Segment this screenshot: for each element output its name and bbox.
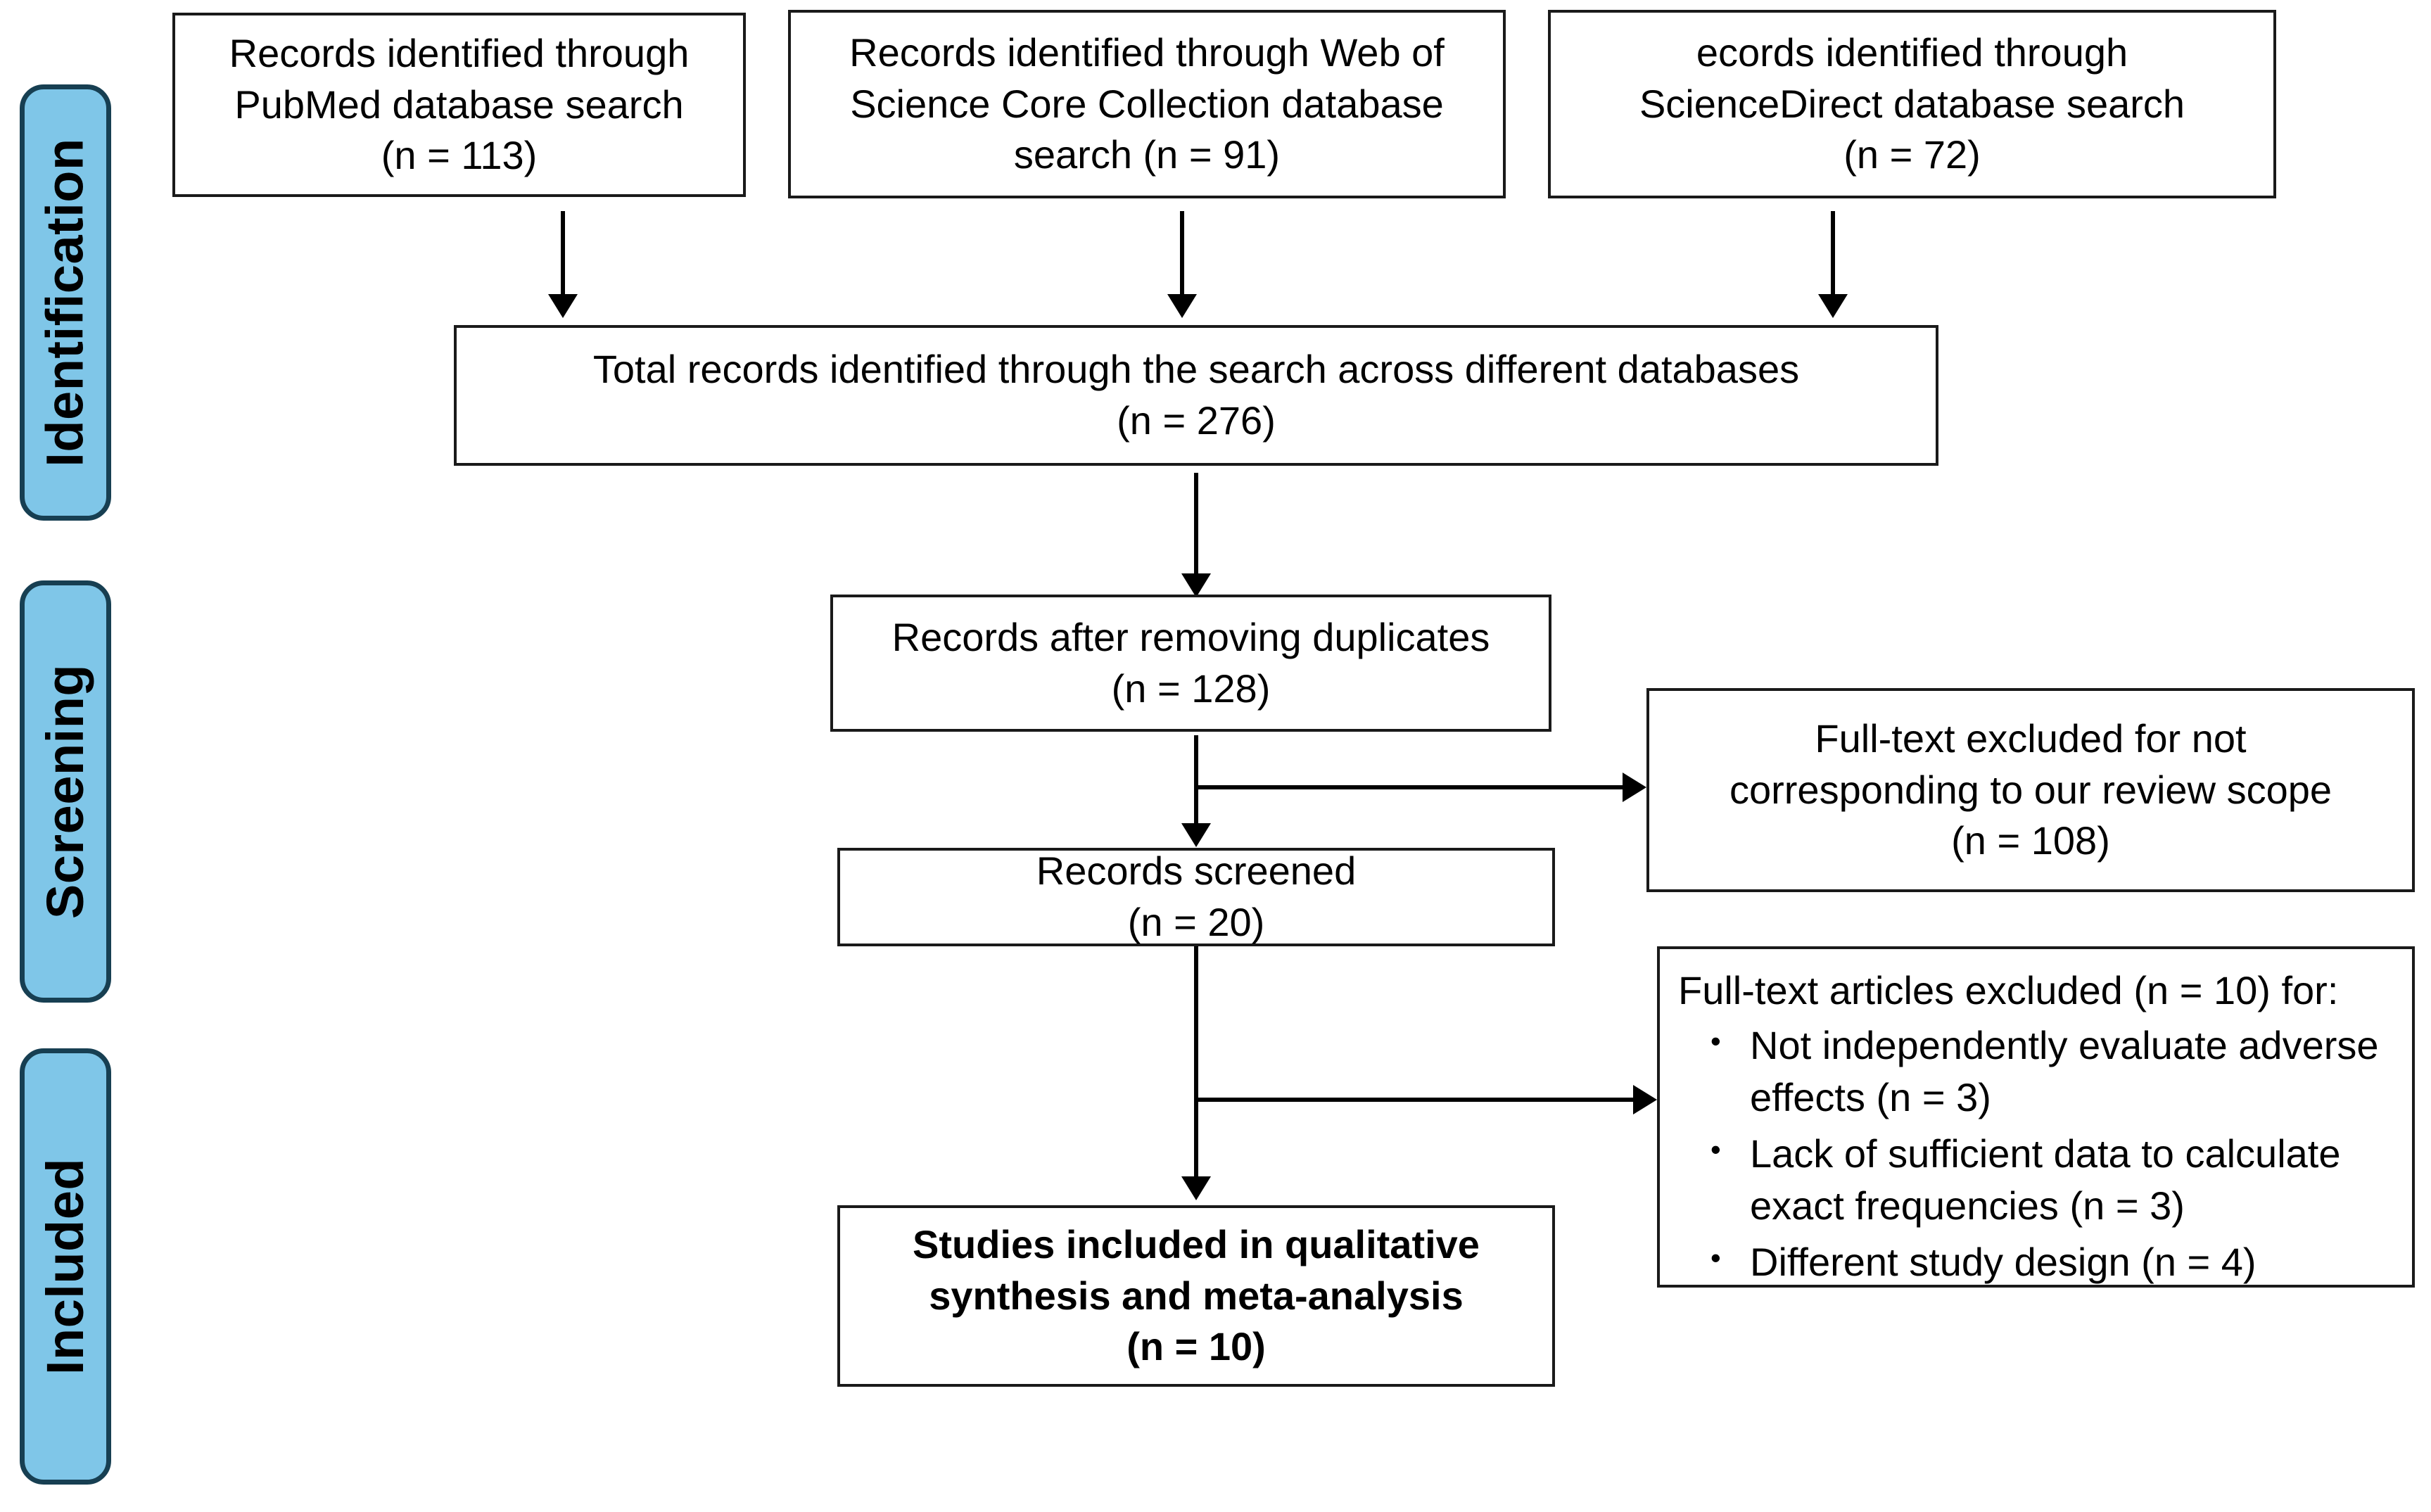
box-total-records-line-2: (n = 276): [1117, 398, 1276, 443]
connector-sciencedirect-to-total: [1831, 211, 1835, 299]
box-studies-included: Studies included in qualitative synthesi…: [837, 1205, 1555, 1387]
excluded-reason-item: • Lack of sufficient data to calculate e…: [1706, 1128, 2430, 1232]
box-after-duplicates-line-1: Records after removing duplicates: [891, 614, 1490, 659]
box-excluded-fulltext-heading: Full-text articles excluded (n = 10) for…: [1678, 968, 2339, 1012]
arrowhead-screened-to-excluded-fulltext: [1633, 1085, 1657, 1114]
bullet-icon: •: [1710, 1133, 1721, 1167]
box-studies-included-line-3: (n = 10): [1126, 1324, 1266, 1369]
box-pubmed-line-1: Records identified through: [229, 30, 690, 75]
box-wos-line-2: Science Core Collection database: [850, 81, 1444, 126]
connector-duplicates-to-screened: [1194, 735, 1198, 827]
stage-label-included: Included: [36, 1157, 94, 1376]
bullet-icon: •: [1710, 1240, 1721, 1274]
box-records-after-duplicates: Records after removing duplicates (n = 1…: [830, 595, 1551, 732]
arrowhead-duplicates-to-screened: [1181, 823, 1211, 847]
box-records-screened: Records screened (n = 20): [837, 848, 1555, 946]
excluded-reason-item: • Not independently evaluate adverse eff…: [1706, 1019, 2430, 1124]
box-total-records-line-1: Total records identified through the sea…: [592, 347, 1800, 392]
arrowhead-wos-to-total: [1167, 294, 1197, 318]
box-pubmed-records: Records identified through PubMed databa…: [172, 13, 746, 197]
box-records-screened-line-2: (n = 20): [1127, 900, 1265, 944]
stage-label-identification: Identification: [36, 138, 95, 467]
stage-pill-included: Included: [20, 1048, 111, 1485]
box-sciencedirect-line-2: ScienceDirect database search: [1639, 81, 2185, 126]
excluded-reason-text: Not independently evaluate adverse effec…: [1750, 1022, 2379, 1119]
connector-wos-to-total: [1180, 211, 1184, 299]
arrowhead-duplicates-to-excluded-scope: [1623, 773, 1646, 802]
box-pubmed-line-2: PubMed database search: [234, 82, 684, 127]
arrowhead-sciencedirect-to-total: [1818, 294, 1848, 318]
box-excluded-full-text-articles: Full-text articles excluded (n = 10) for…: [1657, 946, 2415, 1288]
box-total-records: Total records identified through the sea…: [454, 325, 1938, 466]
stage-label-screening: Screening: [36, 663, 95, 920]
connector-duplicates-to-excluded-scope: [1194, 785, 1627, 789]
excluded-reason-list: • Not independently evaluate adverse eff…: [1678, 1019, 2430, 1292]
connector-pubmed-to-total: [561, 211, 565, 299]
excluded-reason-text: Lack of sufficient data to calculate exa…: [1750, 1131, 2341, 1228]
box-pubmed-line-3: (n = 113): [381, 133, 538, 178]
arrowhead-screened-to-included: [1181, 1176, 1211, 1200]
box-records-screened-line-1: Records screened: [1036, 849, 1357, 894]
box-wos-line-1: Records identified through Web of: [849, 30, 1445, 75]
box-wos-line-3: search (n = 91): [1013, 132, 1281, 177]
box-sciencedirect-line-1: ecords identified through: [1696, 30, 2128, 75]
connector-screened-to-included: [1194, 946, 1198, 1179]
box-sciencedirect-records: ecords identified through ScienceDirect …: [1548, 10, 2276, 198]
stage-pill-screening: Screening: [20, 580, 111, 1003]
box-excluded-scope-line-1: Full-text excluded for not: [1815, 716, 2247, 761]
stage-pill-identification: Identification: [20, 84, 111, 521]
connector-screened-to-excluded-fulltext: [1194, 1098, 1637, 1102]
arrowhead-pubmed-to-total: [548, 294, 578, 318]
bullet-icon: •: [1710, 1024, 1721, 1058]
connector-total-to-duplicates: [1194, 473, 1198, 578]
box-excluded-scope-line-2: corresponding to our review scope: [1729, 767, 2332, 812]
box-excluded-review-scope: Full-text excluded for not corresponding…: [1646, 688, 2415, 892]
excluded-reason-text: Different study design (n = 4): [1750, 1239, 2257, 1284]
box-excluded-scope-line-3: (n = 108): [1951, 818, 2110, 863]
box-sciencedirect-line-3: (n = 72): [1843, 132, 1981, 177]
arrowhead-total-to-duplicates: [1181, 573, 1211, 597]
box-web-of-science-records: Records identified through Web of Scienc…: [788, 10, 1506, 198]
box-studies-included-line-2: synthesis and meta-analysis: [929, 1273, 1464, 1318]
excluded-reason-item: • Different study design (n = 4): [1706, 1236, 2430, 1288]
box-studies-included-line-1: Studies included in qualitative: [913, 1221, 1480, 1266]
box-after-duplicates-line-2: (n = 128): [1111, 666, 1271, 711]
